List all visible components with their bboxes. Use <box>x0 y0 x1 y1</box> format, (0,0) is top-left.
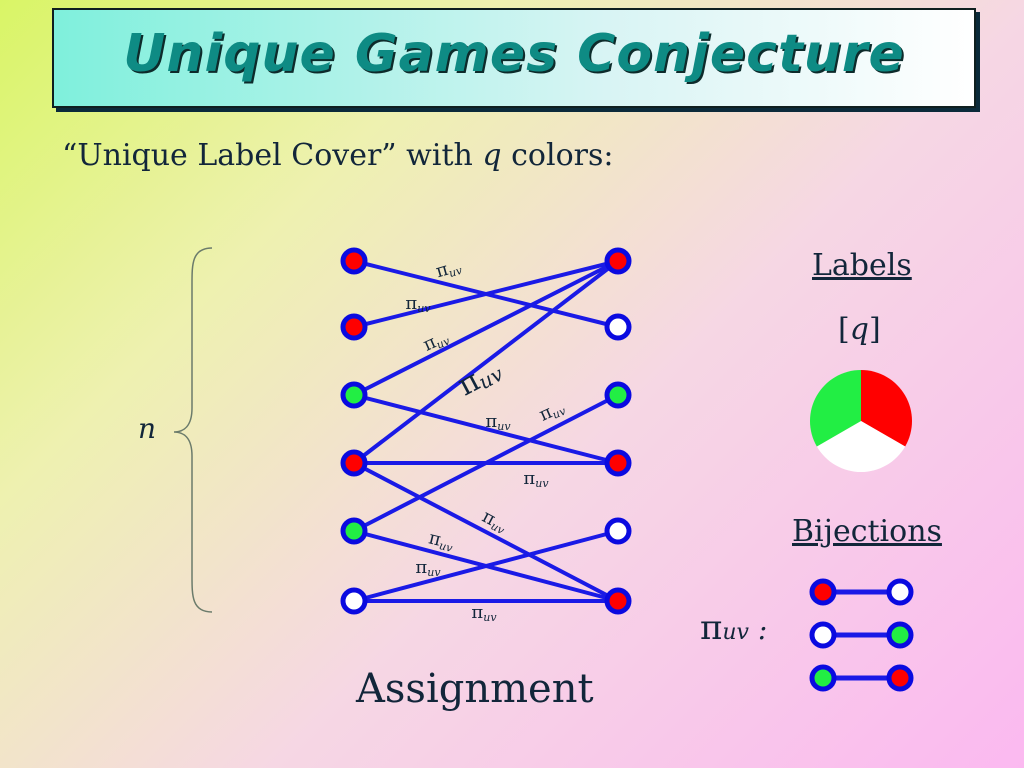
assignment-label: Assignment <box>356 666 594 712</box>
slide-title: Unique Games Conjecture <box>123 24 905 84</box>
right-node-0 <box>604 247 632 275</box>
pi-uv-label-4: πuv <box>485 411 511 433</box>
pi-label-symbol: π <box>427 527 444 550</box>
pie-slice-white <box>816 421 906 472</box>
pie-slice-red <box>861 370 912 447</box>
node-group <box>340 247 632 615</box>
bijections-heading: Bijections <box>792 514 942 549</box>
subtitle: “Unique Label Cover” with q colors: <box>62 138 614 173</box>
pi-uv-definition: πuv : <box>700 608 767 648</box>
left-node-0 <box>340 247 368 275</box>
labels-pie-chart <box>810 370 912 472</box>
edge-7 <box>353 393 619 533</box>
left-node-5 <box>340 587 368 615</box>
edge-group <box>352 259 620 603</box>
pi-uv-label-3: πuv <box>452 352 508 404</box>
pi-label-subscript: uv <box>550 404 568 422</box>
pi-label-subscript: uv <box>427 566 441 579</box>
pi-label-subscript: uv <box>535 477 549 490</box>
pi-uv-label-1: πuv <box>405 293 431 315</box>
pi-uv-label-6: πuv <box>523 468 549 490</box>
bijection-left-node-0 <box>809 578 837 606</box>
pi-symbol: π <box>700 608 723 648</box>
right-node-5 <box>604 587 632 615</box>
edge-3 <box>353 393 619 465</box>
left-node-1 <box>340 313 368 341</box>
pi-uv-label-9: πuv <box>415 557 441 579</box>
bijection-left-node-1 <box>809 621 837 649</box>
pi-label-subscript: uv <box>489 519 508 537</box>
edge-1 <box>353 259 619 329</box>
pi-label-symbol: π <box>415 557 427 578</box>
right-node-4 <box>604 517 632 545</box>
pi-uv-label-2: πuv <box>420 326 453 357</box>
title-bar: Unique Games Conjecture <box>52 8 976 108</box>
pi-label-symbol: π <box>405 293 417 314</box>
pi-subscript: uv <box>722 620 749 645</box>
labels-set-var: q <box>849 312 869 347</box>
edge-9 <box>353 529 619 603</box>
subtitle-prefix: “Unique Label Cover” with <box>62 138 483 173</box>
subtitle-variable: q <box>482 138 502 173</box>
bijection-example <box>809 578 914 692</box>
pi-uv-label-7: πuv <box>478 506 511 538</box>
bijection-right-node-1 <box>886 621 914 649</box>
pi-uv-label-8: πuv <box>426 527 456 555</box>
pi-label-subscript: uv <box>447 264 464 280</box>
pi-label-symbol: π <box>471 602 483 623</box>
left-node-3 <box>340 449 368 477</box>
pi-label-symbol: π <box>433 259 450 282</box>
pi-label-symbol: π <box>485 411 497 432</box>
pi-uv-label-10: πuv <box>471 602 497 624</box>
pi-label-symbol: π <box>523 468 535 489</box>
pi-label-subscript: uv <box>434 334 452 352</box>
bijection-left-node-2 <box>809 664 837 692</box>
pi-colon: : <box>748 613 768 646</box>
left-node-2 <box>340 381 368 409</box>
edge-2 <box>353 259 619 397</box>
bijection-right-node-2 <box>886 664 914 692</box>
n-label: n <box>138 412 157 445</box>
pi-label-subscript: uv <box>497 420 511 433</box>
n-brace <box>173 247 213 613</box>
labels-heading: Labels <box>812 248 912 283</box>
pi-label-subscript: uv <box>417 302 431 315</box>
pi-label-subscript: uv <box>438 539 455 555</box>
pi-label-subscript: uv <box>483 611 497 624</box>
left-node-4 <box>340 517 368 545</box>
edge-6 <box>353 461 619 603</box>
labels-set: [q] <box>838 312 881 347</box>
pi-uv-label-0: πuv <box>433 255 464 283</box>
edge-4 <box>352 259 620 465</box>
right-node-1 <box>604 313 632 341</box>
right-node-3 <box>604 449 632 477</box>
bijection-right-node-0 <box>886 578 914 606</box>
pie-slice-green <box>810 370 861 447</box>
subtitle-suffix: colors: <box>501 138 614 173</box>
right-node-2 <box>604 381 632 409</box>
